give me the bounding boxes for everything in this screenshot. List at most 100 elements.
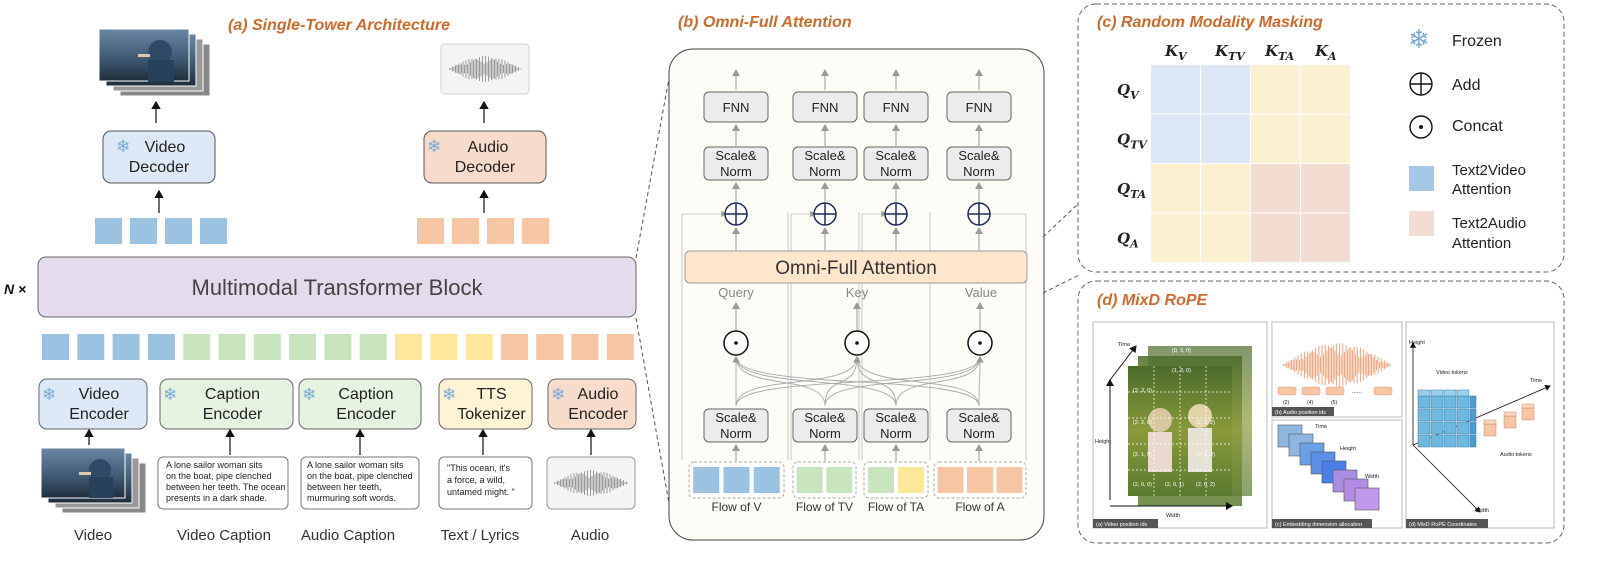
- mask-cell: [1151, 114, 1200, 163]
- caption-mixd-rope: (d) MixD RoPE Coordinates: [1409, 522, 1477, 528]
- axis-height: Height: [1095, 439, 1111, 445]
- legend-t2v-2: Attention: [1452, 181, 1511, 198]
- video-caption-box: A lone sailor woman sits on the boat, pi…: [157, 456, 289, 510]
- flow-label: Flow of V: [711, 500, 761, 514]
- embedding-dimension-allocation: Time Height Width (c) Embedding dimensio…: [1271, 419, 1403, 529]
- scale-norm-label: Scale&: [715, 410, 757, 425]
- input-token: [42, 334, 69, 360]
- video-token-cube: [1443, 421, 1457, 435]
- input-token: [500, 334, 528, 360]
- audio-token-cube: [1483, 423, 1497, 437]
- scale-norm-label: Norm: [963, 164, 995, 179]
- video-token-cube: [1430, 408, 1444, 422]
- input-label-text-lyrics: Text / Lyrics: [441, 527, 520, 544]
- video-coord: (2, 0, 0): [1133, 482, 1152, 488]
- key-label: KTV: [1214, 42, 1246, 63]
- scale-norm-label: Norm: [963, 426, 995, 441]
- input-audio-waveform: [546, 456, 636, 510]
- legend-t2a-2: Attention: [1452, 235, 1511, 252]
- mask-cell: [1201, 213, 1250, 262]
- caption-line: murmuring soft words.: [307, 493, 396, 503]
- axis-height: Height: [1340, 446, 1356, 452]
- frozen-icon: ❄: [551, 385, 565, 404]
- scale-norm-label: Scale&: [875, 148, 917, 163]
- frozen-icon: ❄: [442, 385, 456, 404]
- scale-norm-label: Scale&: [875, 410, 917, 425]
- mask-cell: [1301, 114, 1350, 163]
- video-decoder-label-1: Video: [145, 139, 186, 156]
- axis-height: Height: [1409, 340, 1425, 346]
- flow-label: Flow of A: [955, 500, 1004, 514]
- mask-cell: [1201, 164, 1250, 213]
- video-token-cube: [1417, 421, 1431, 435]
- mask-cell: [1151, 164, 1200, 213]
- axis-time: Time: [1315, 424, 1327, 430]
- flow-group: Flow of TA: [863, 461, 929, 514]
- ellipsis: ......: [1352, 389, 1362, 395]
- frozen-legend-icon: ❄: [1408, 24, 1430, 54]
- mask-cell: [1201, 65, 1250, 114]
- query-label: QTA: [1117, 180, 1147, 201]
- mask-cell: [1251, 213, 1300, 262]
- frozen-icon: ❄: [116, 137, 130, 156]
- caption-line: between her teeth. The ocean: [166, 482, 285, 492]
- scale-norm-label: Norm: [720, 426, 752, 441]
- layer-count-label: N ×: [4, 281, 26, 297]
- key-label: KTA: [1264, 42, 1295, 63]
- scale-norm-label: Scale&: [715, 148, 757, 163]
- fnn-label: FNN: [812, 100, 839, 115]
- video-token-cube: [1456, 421, 1470, 435]
- input-token: [536, 334, 564, 360]
- frozen-icon: ❄: [302, 385, 316, 404]
- caption-line: between her teeth,: [307, 482, 382, 492]
- output-video-thumbnails: [98, 28, 211, 97]
- axis-time: Time: [1530, 378, 1542, 384]
- mask-cell: [1151, 65, 1200, 114]
- audio-tokens-label: Audio tokens: [1500, 452, 1532, 458]
- encoder-label-1: Caption: [338, 386, 393, 403]
- caption-line: on the boat, pipe clenched: [307, 471, 413, 481]
- scale-norm-label: Scale&: [804, 148, 846, 163]
- multimodal-transformer-block: Multimodal Transformer Block: [37, 256, 637, 318]
- caption-video-position-ids: (a) Video position ids: [1096, 522, 1148, 528]
- audio-decoder: ❄ Audio Decoder: [423, 130, 547, 184]
- axis-width: Width: [1475, 508, 1489, 514]
- output-audio-waveform: [440, 43, 530, 95]
- mask-cell: [1301, 213, 1350, 262]
- encoder-label-1: Audio: [578, 386, 619, 403]
- video-token-cube: [1430, 421, 1444, 435]
- add-legend-icon: [1409, 72, 1433, 96]
- encoder-label-1: Caption: [205, 386, 260, 403]
- panel-d-title: (d) MixD RoPE: [1097, 292, 1209, 309]
- video-token-cube: [1417, 434, 1431, 448]
- fnn-label: FNN: [883, 100, 910, 115]
- video-token-cube: [1417, 395, 1431, 409]
- encoder-label-2: Encoder: [69, 406, 129, 423]
- video-coord: (2, 3, 0): [1133, 388, 1152, 394]
- embedding-block: [1354, 487, 1380, 511]
- key-label: Key: [846, 285, 869, 300]
- query-label: Query: [718, 285, 754, 300]
- encoder-label-2: Tokenizer: [457, 406, 526, 423]
- video-token-cube: [1443, 434, 1457, 448]
- key-label: KV: [1164, 42, 1188, 63]
- scale-norm-label: Scale&: [804, 410, 846, 425]
- frozen-icon: ❄: [427, 137, 441, 156]
- flow-group: Flow of A: [933, 461, 1027, 514]
- legend-add: Add: [1452, 77, 1480, 94]
- caption-line: presents in a dark shade.: [166, 493, 267, 503]
- masking-matrix: [1151, 65, 1350, 262]
- input-token: [183, 334, 211, 360]
- fnn-label: FNN: [966, 100, 993, 115]
- video-token-cube: [1430, 395, 1444, 409]
- legend-concat: Concat: [1452, 118, 1503, 135]
- input-token: [112, 334, 140, 360]
- input-token: [289, 334, 317, 360]
- input-token: [147, 334, 175, 360]
- axis-width: Width: [1365, 474, 1379, 480]
- video-token-cube: [1443, 408, 1457, 422]
